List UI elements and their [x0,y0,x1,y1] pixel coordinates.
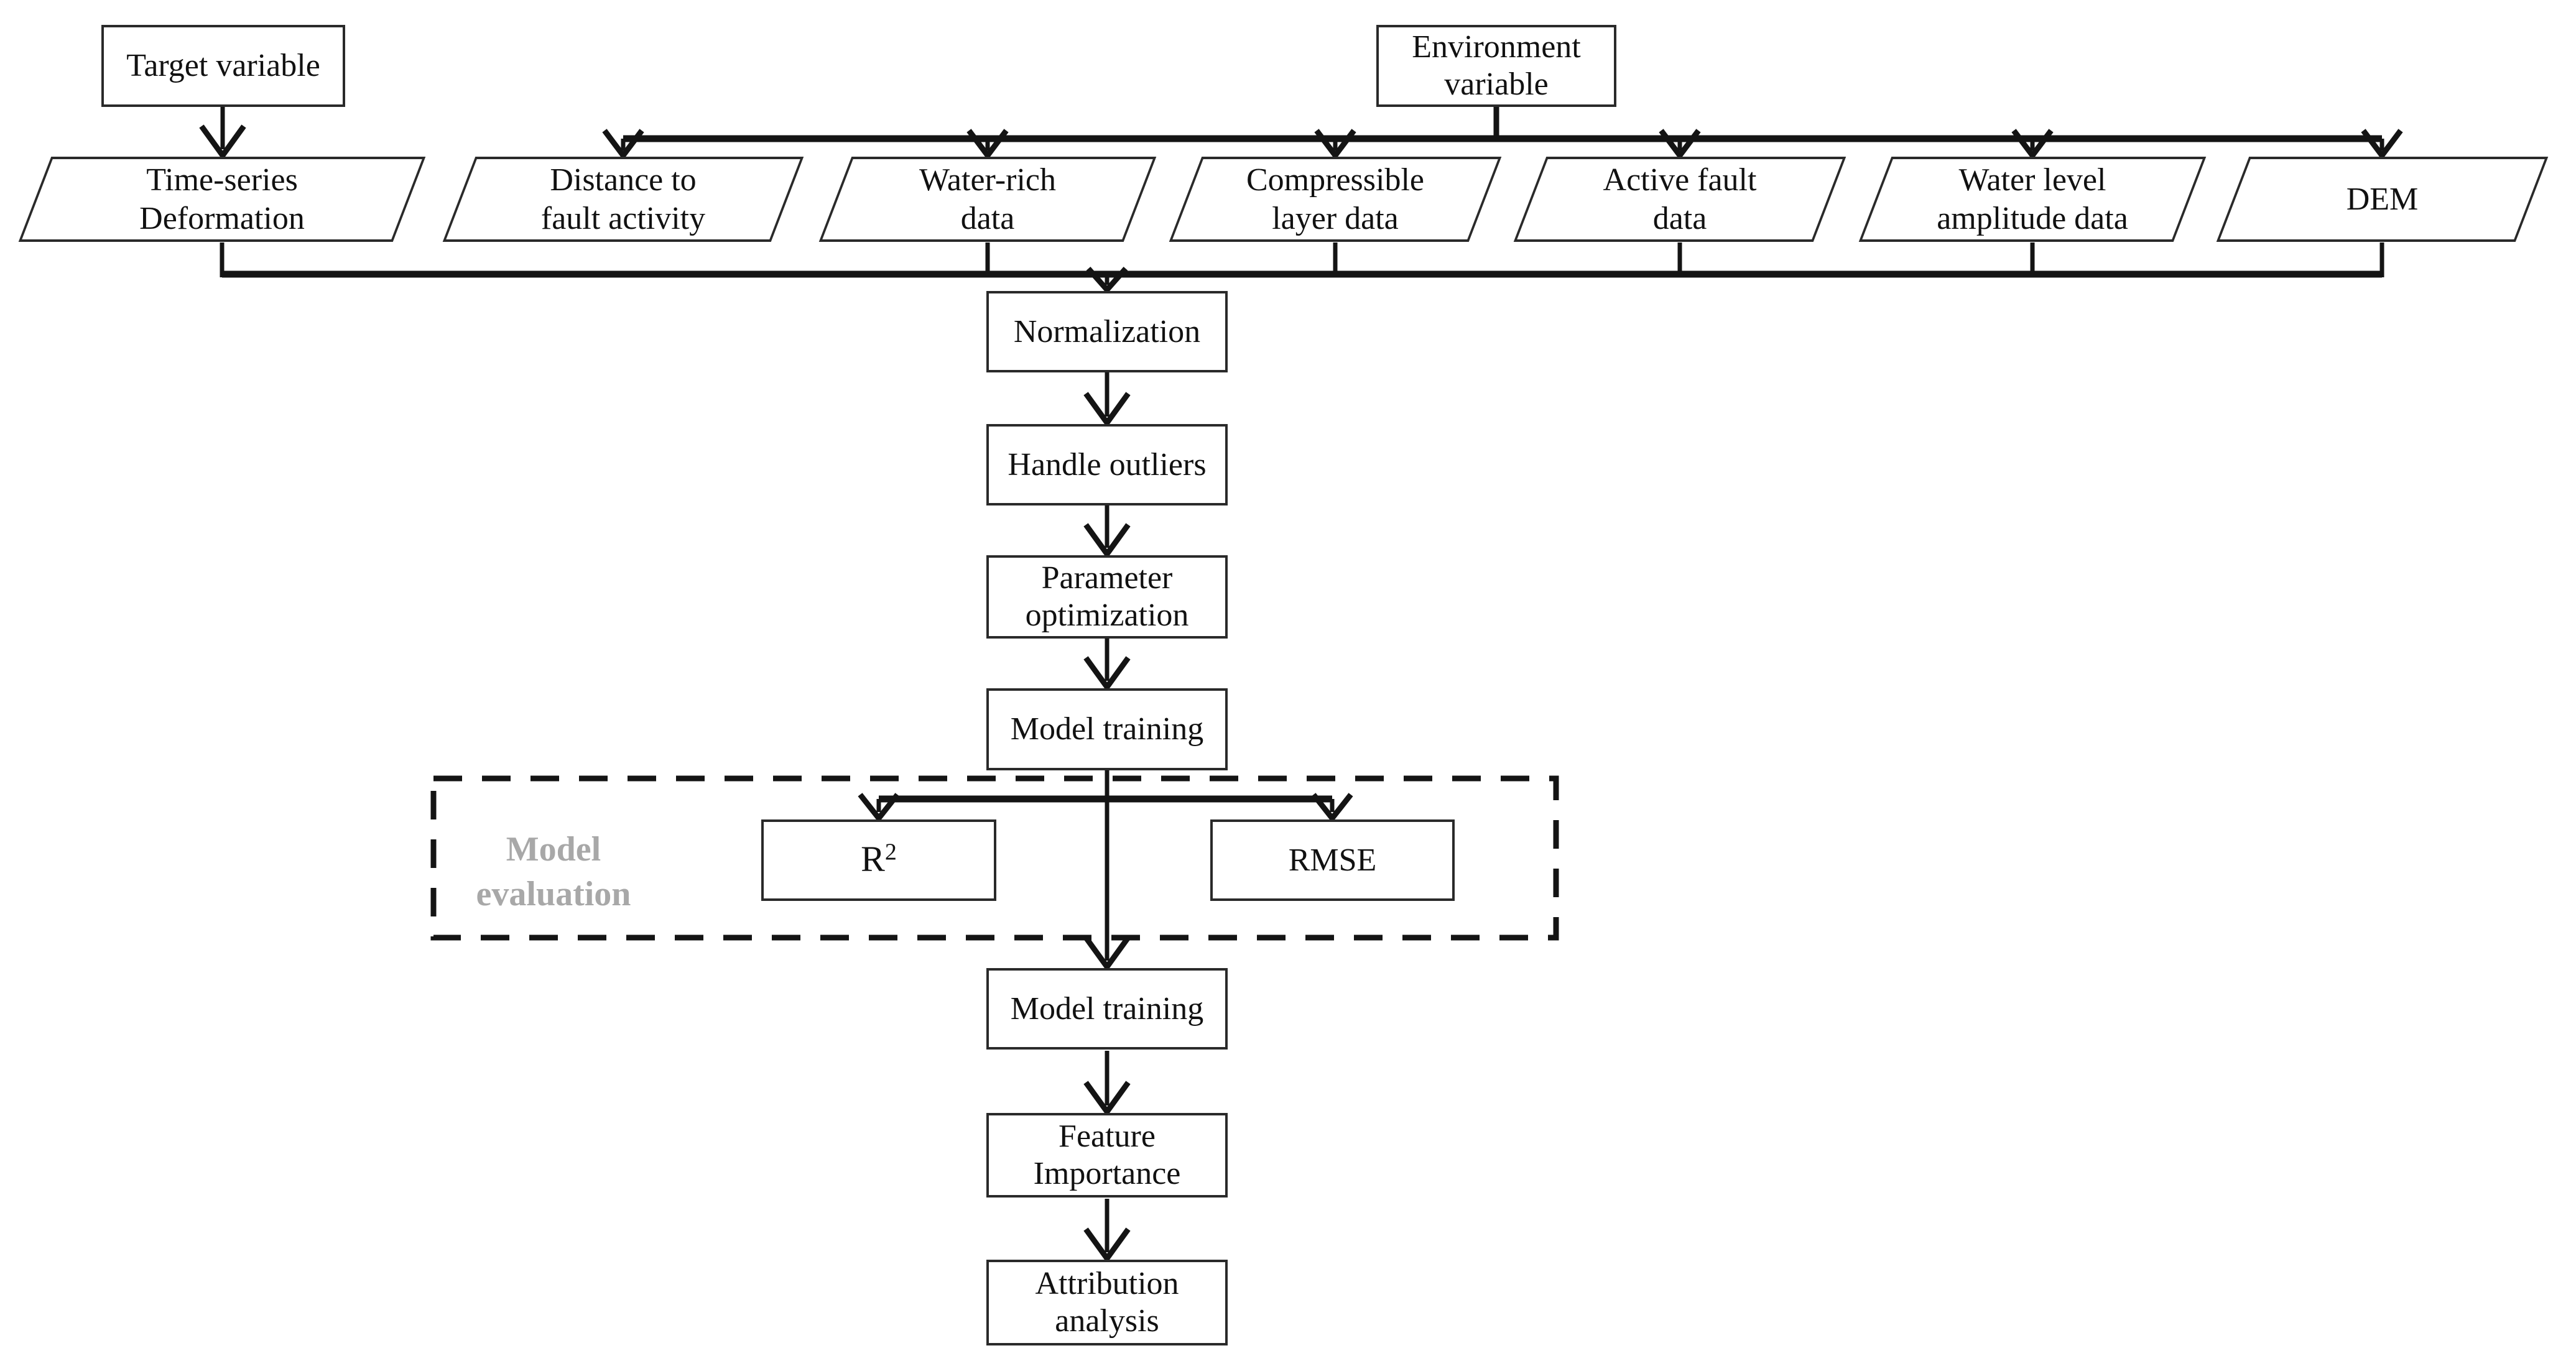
r2-base: R [861,839,885,879]
node-model-training-2: Model training [986,968,1228,1050]
node-target-variable: Target variable [101,25,345,107]
node-handle-outliers: Handle outliers [986,424,1228,505]
node-label-line1: Time-series [146,162,298,198]
node-dem: DEM [2214,157,2551,242]
arrow-to-rmse [1311,793,1353,823]
node-rmse: RMSE [1210,819,1455,901]
node-label: Handle outliers [1008,446,1207,482]
node-label-line1: Active fault [1603,162,1757,198]
node-label-line1: Water-rich [919,162,1056,198]
arrow-to-dem [2361,129,2403,160]
node-active-fault-data: Active fault data [1511,157,1848,242]
node-label-line1: Water level [1958,162,2106,198]
node-label: Model training [1010,711,1204,747]
arrowhead-down-icon [1083,656,1131,692]
node-label: Normalization [1013,313,1201,349]
node-label-line2: Importance [1033,1156,1181,1191]
node-label: Target variable [126,48,320,83]
node-label-line1: Environment [1412,29,1581,65]
node-label-line1: Parameter [1041,560,1173,596]
r2-superscript: 2 [884,839,897,865]
arrow-training2-to-feature [1083,1051,1131,1117]
arrow-to-water-level [2011,129,2054,160]
arrow-feature-to-attribution [1083,1199,1131,1263]
node-label-line2: analysis [1055,1303,1159,1339]
group-label-line1: Model [506,830,601,869]
node-environment-variable: Environment variable [1376,25,1616,107]
node-distance-to-fault-activity: Distance to fault activity [440,157,806,242]
arrowhead-down-icon [199,124,246,160]
arrowhead-down-icon [1083,392,1131,428]
node-water-level-amplitude-data: Water level amplitude data [1856,157,2208,242]
group-label-line2: evaluation [476,875,631,913]
arrow-to-compressible [1314,129,1356,160]
node-label-line1: Distance to [550,162,697,198]
arrow-to-normalization [1086,267,1128,294]
node-water-rich-data: Water-rich data [817,157,1159,242]
node-label-line2: optimization [1025,598,1189,633]
node-label: DEM [2346,181,2419,217]
node-label-line1: Compressible [1246,162,1424,198]
arrowhead-down-icon [1311,793,1353,823]
arrow-parameter-to-training1 [1083,639,1131,692]
node-feature-importance: Feature Importance [986,1113,1228,1198]
arrow-target-to-timeseries [199,107,246,160]
arrowhead-down-icon [1083,523,1131,559]
node-label-line2: data [1652,200,1707,236]
node-label: R2 [861,840,897,880]
node-label-line2: variable [1444,67,1549,102]
arrowhead-down-icon [1083,1081,1131,1117]
node-parameter-optimization: Parameter optimization [986,555,1228,639]
arrow-normalization-to-outliers [1083,372,1131,428]
arrowhead-down-icon [602,129,644,160]
arrowhead-down-icon [858,793,900,823]
arrow-outliers-to-parameter [1083,505,1131,559]
node-label-line1: Feature [1059,1119,1156,1154]
node-label: Model training [1010,990,1204,1027]
arrowhead-down-icon [2011,129,2054,160]
node-label-line2: data [960,200,1015,236]
model-evaluation-group-label: Model evaluation [429,822,678,921]
arrow-to-distance-fault [602,129,644,160]
arrowhead-down-icon [1083,1227,1131,1263]
arrow-to-active-fault [1659,129,1701,160]
arrow-to-water-rich [966,129,1009,160]
node-attribution-analysis: Attribution analysis [986,1260,1228,1345]
node-label: RMSE [1288,842,1377,878]
node-model-training-1: Model training [986,688,1228,770]
node-compressible-layer-data: Compressible layer data [1167,157,1504,242]
arrowhead-down-icon [1659,129,1701,160]
arrowhead-down-icon [1314,129,1356,160]
node-time-series-deformation: Time-series Deformation [16,157,428,242]
model-evaluation-dashed-box [430,775,1559,941]
arrowhead-down-icon [2361,129,2403,160]
arrowhead-down-icon [966,129,1009,160]
node-normalization: Normalization [986,291,1228,372]
node-r2: R2 [761,819,996,901]
arrow-to-r2 [858,793,900,823]
node-label-line2: fault activity [540,200,706,236]
node-label-line1: Attribution [1035,1266,1179,1301]
node-label-line2: Deformation [139,200,305,236]
node-label-line2: amplitude data [1937,200,2128,236]
arrowhead-down-icon [1083,936,1131,972]
arrowhead-down-icon [1086,267,1128,294]
node-label-line2: layer data [1272,200,1399,236]
